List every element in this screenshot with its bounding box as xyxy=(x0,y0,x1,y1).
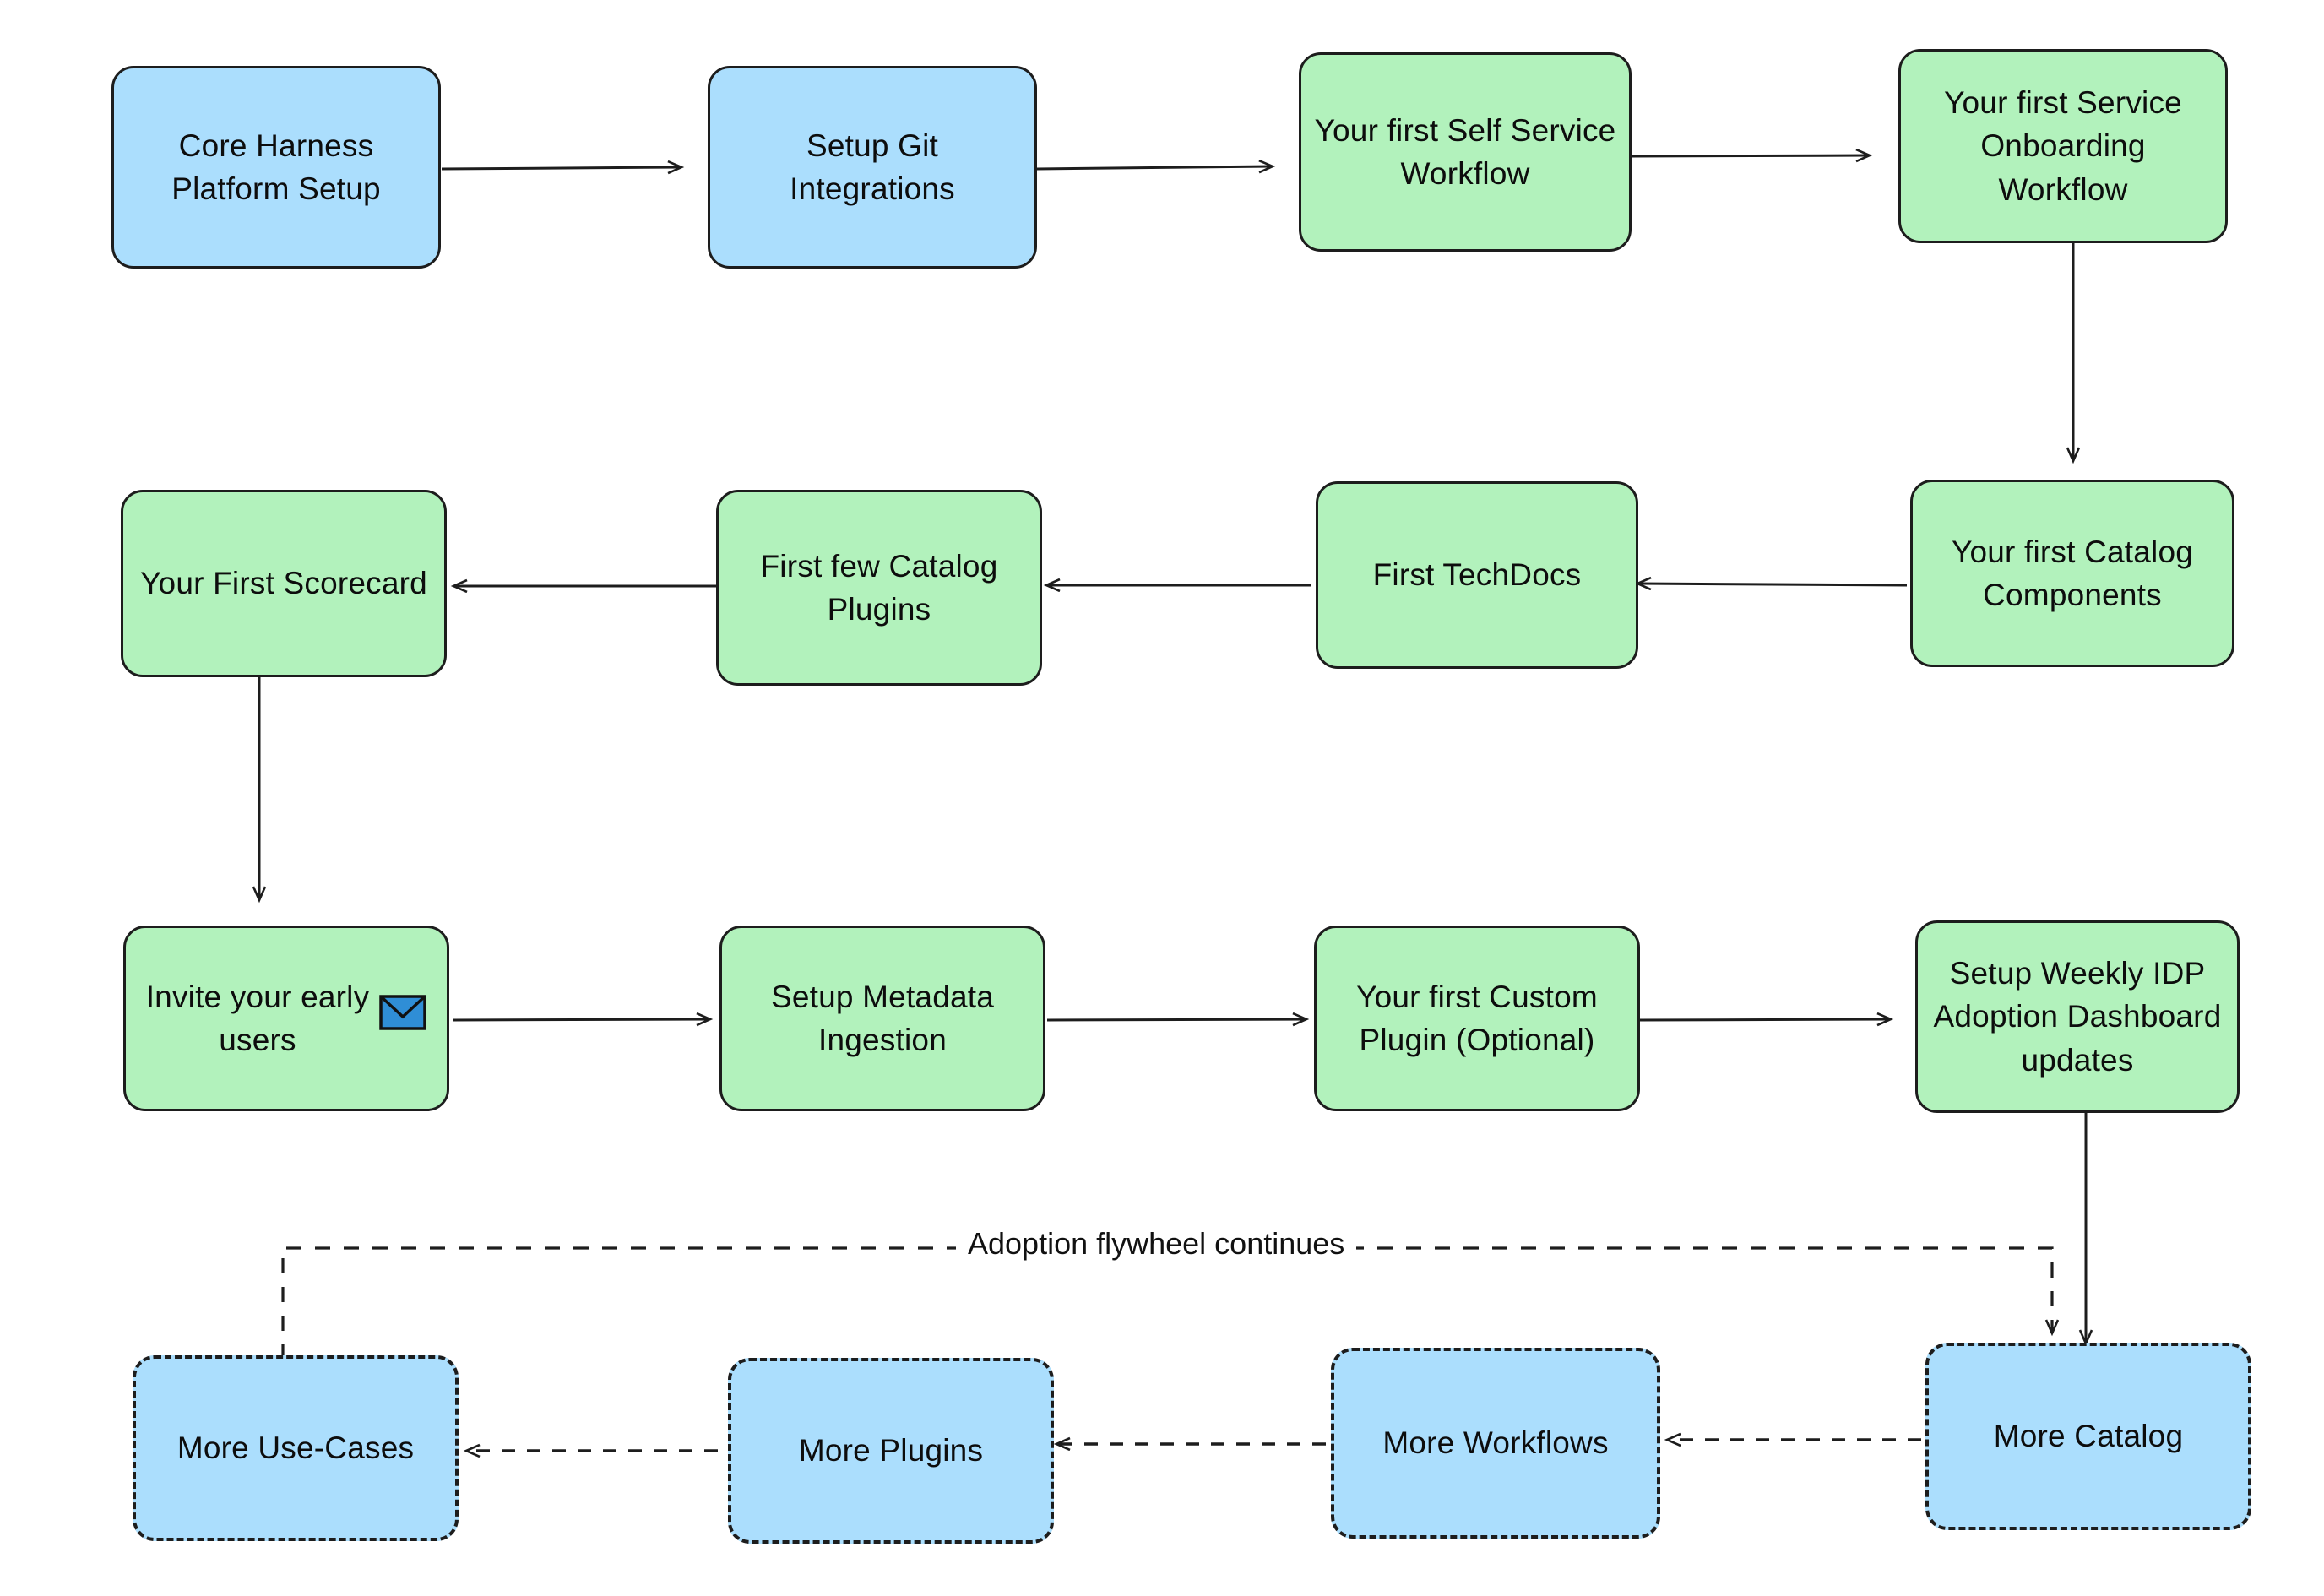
node-label: Core Harness Platform Setup xyxy=(171,128,381,206)
node-setup-weekly-idp-adoption-dashboard-updates[interactable]: Setup Weekly IDP Adoption Dashboard upda… xyxy=(1915,920,2240,1113)
node-label: Setup Metadata Ingestion xyxy=(770,979,995,1057)
node-your-first-service-onboarding-workflow[interactable]: Your first Service Onboarding Workflow xyxy=(1898,49,2228,243)
node-label: Setup Weekly IDP Adoption Dashboard upda… xyxy=(1933,956,2222,1078)
node-label: First few Catalog Plugins xyxy=(760,548,998,627)
edge-label-adoption-flywheel: Adoption flywheel continues xyxy=(956,1226,1357,1262)
node-label: Your first Catalog Components xyxy=(1951,534,2194,612)
node-your-first-custom-plugin[interactable]: Your first Custom Plugin (Optional) xyxy=(1314,926,1640,1111)
node-your-first-catalog-components[interactable]: Your first Catalog Components xyxy=(1910,480,2234,667)
envelope-icon xyxy=(379,995,427,1041)
node-label: Your first Service Onboarding Workflow xyxy=(1944,85,2182,207)
node-label: Setup Git Integrations xyxy=(790,128,955,206)
node-label: More Workflows xyxy=(1382,1425,1609,1461)
node-more-workflows[interactable]: More Workflows xyxy=(1331,1348,1660,1539)
node-label: Your First Scorecard xyxy=(140,566,427,601)
edge-invite-to-metadata xyxy=(453,1019,709,1020)
node-label: More Catalog xyxy=(1993,1419,2184,1454)
node-label: More Use-Cases xyxy=(176,1430,415,1466)
node-setup-metadata-ingestion[interactable]: Setup Metadata Ingestion xyxy=(719,926,1045,1111)
node-your-first-self-service-workflow[interactable]: Your first Self Service Workflow xyxy=(1299,52,1632,252)
node-label: Invite your early users xyxy=(145,979,370,1057)
node-label: First TechDocs xyxy=(1372,557,1582,593)
node-label: Your first Custom Plugin (Optional) xyxy=(1356,979,1598,1057)
node-first-few-catalog-plugins[interactable]: First few Catalog Plugins xyxy=(716,490,1042,686)
node-invite-your-early-users[interactable]: Invite your early users xyxy=(123,926,449,1111)
node-first-techdocs[interactable]: First TechDocs xyxy=(1316,481,1638,669)
node-label: More Plugins xyxy=(798,1433,984,1468)
node-setup-git-integrations[interactable]: Setup Git Integrations xyxy=(708,66,1037,269)
edge-core-to-git xyxy=(441,167,681,169)
edge-flywheel-loop xyxy=(281,1246,2052,1360)
edge-selfservice-to-onboarding xyxy=(1631,155,1869,156)
node-label: Your first Self Service Workflow xyxy=(1314,112,1616,191)
node-more-catalog[interactable]: More Catalog xyxy=(1925,1343,2251,1530)
node-core-harness-platform-setup[interactable]: Core Harness Platform Setup xyxy=(111,66,441,269)
edge-catalogcomponents-to-techdocs xyxy=(1638,584,1908,585)
node-more-plugins[interactable]: More Plugins xyxy=(728,1358,1054,1544)
node-your-first-scorecard[interactable]: Your First Scorecard xyxy=(121,490,447,677)
edge-customplugin-to-weeklyidp xyxy=(1639,1019,1890,1020)
edge-metadata-to-customplugin xyxy=(1046,1019,1306,1020)
edge-git-to-selfservice xyxy=(1036,166,1272,169)
node-more-use-cases[interactable]: More Use-Cases xyxy=(133,1355,459,1541)
